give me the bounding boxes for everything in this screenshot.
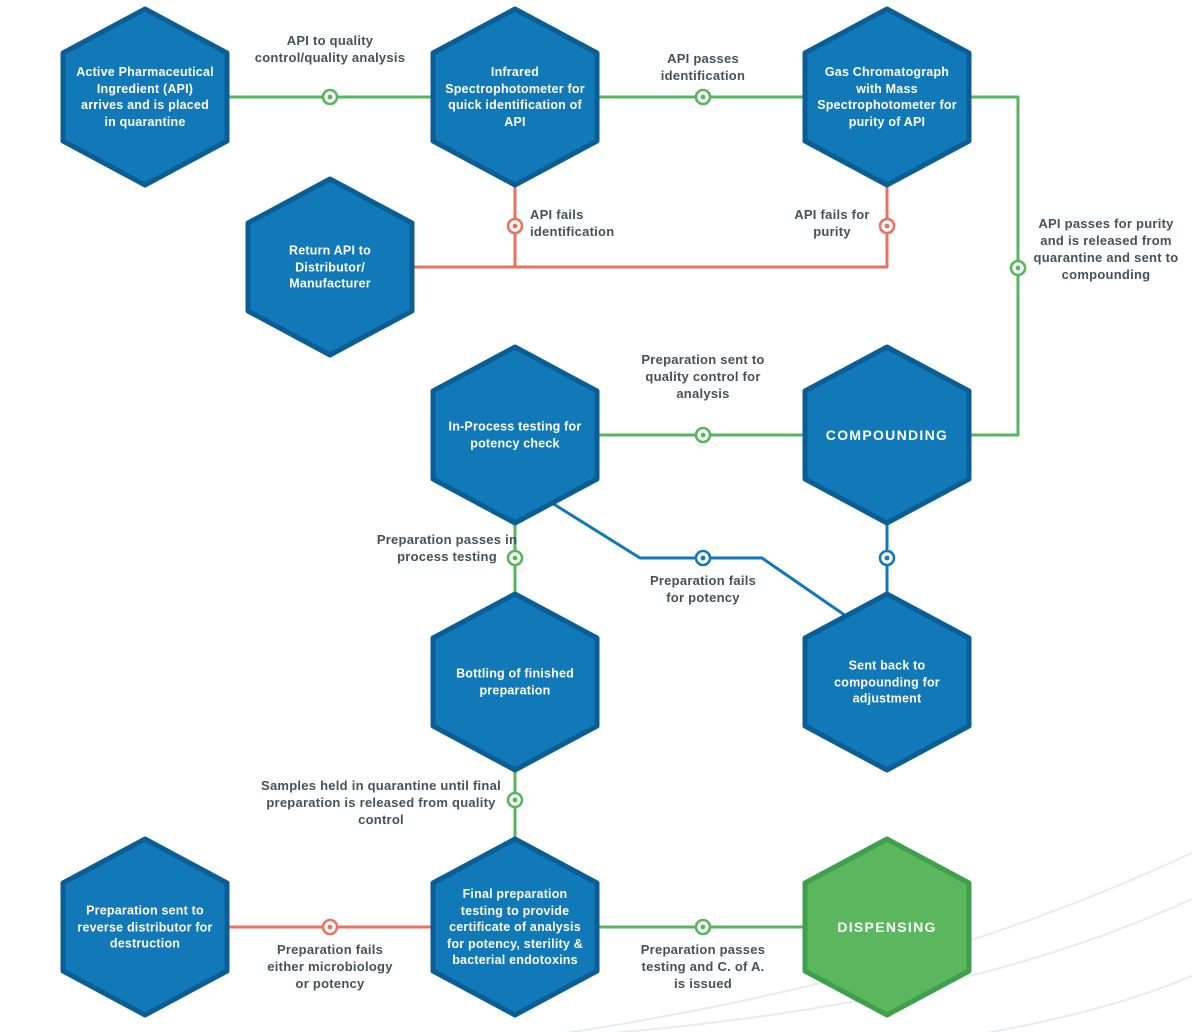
hex-compounding	[802, 344, 972, 526]
connector-dot	[506, 217, 524, 235]
connector-dot	[694, 549, 712, 567]
edge-gas-to-return	[410, 183, 889, 269]
hex-in-process-testing	[430, 344, 600, 526]
hex-infrared-spectrophotometer	[430, 6, 600, 188]
connector-dot	[694, 426, 712, 444]
node-label-in-process-testing: In-Process testing for potency check	[448, 419, 582, 451]
hex-sent-back-to-compounding	[802, 591, 972, 773]
node-label-sent-back-to-compounding: Sent back to compounding for adjustment	[834, 658, 940, 706]
background-swoosh-curve	[985, 974, 1192, 1032]
hex-api-quarantine	[60, 6, 230, 188]
node-label-reverse-distributor: Preparation sent to reverse distributor …	[77, 903, 213, 951]
edge-label-fails-for-potency: Preparation fails for potency	[649, 573, 757, 605]
node-label-gas-chromatograph: Gas Chromatograph with Mass Spectrophoto…	[817, 65, 957, 129]
connector-dot	[1009, 259, 1027, 277]
connector-dot	[694, 918, 712, 936]
edge-label-api-fails-for-purity: API fails for purity	[794, 207, 870, 239]
edge-label-api-to-quality-control: API to quality control/quality analysis	[254, 33, 406, 65]
edge-label-api-passes-for-purity: API passes for purity and is released fr…	[1033, 216, 1179, 282]
node-label-api-quarantine: Active Pharmaceutical Ingredient (API) a…	[76, 65, 214, 129]
node-label-final-testing: Final preparation testing to provide cer…	[447, 886, 583, 967]
node-label-compounding: COMPOUNDING	[825, 426, 949, 443]
node-label-return-api: Return API to Distributor/ Manufacturer	[289, 243, 371, 291]
connector-dot	[506, 791, 524, 809]
hex-reverse-distributor	[60, 836, 230, 1018]
node-label-bottling: Bottling of finished preparation	[456, 666, 574, 698]
edge-label-samples-held-in-quarantine: Samples held in quarantine until final p…	[261, 778, 501, 827]
node-label-infrared-spectrophotometer: Infrared Spectrophotometer for quick ide…	[445, 65, 585, 129]
edge-label-fails-microbiology-or-potency: Preparation fails either microbiology or…	[267, 942, 393, 991]
connector-dot	[321, 918, 339, 936]
connector-dot	[878, 549, 896, 567]
edge-label-passes-testing-coa-issued: Preparation passes testing and C. of A. …	[640, 942, 766, 991]
edge-label-preparation-sent-to-qc: Preparation sent to quality control for …	[641, 352, 765, 401]
edge-label-api-passes-identification: API passes identification	[660, 51, 746, 83]
hex-bottling	[430, 591, 600, 773]
connector-dot	[506, 549, 524, 567]
node-label-dispensing: DISPENSING	[837, 918, 937, 935]
connector-dot	[694, 88, 712, 106]
hex-dispensing	[802, 836, 972, 1018]
hex-gas-chromatograph	[802, 6, 972, 188]
connector-dot	[878, 217, 896, 235]
hex-return-api	[245, 176, 415, 358]
connector-dot	[321, 88, 339, 106]
edge-label-passes-in-process-testing: Preparation passes in process testing	[376, 532, 518, 564]
hex-final-testing	[430, 836, 600, 1018]
edge-label-api-fails-identification: API fails identification	[530, 207, 615, 239]
